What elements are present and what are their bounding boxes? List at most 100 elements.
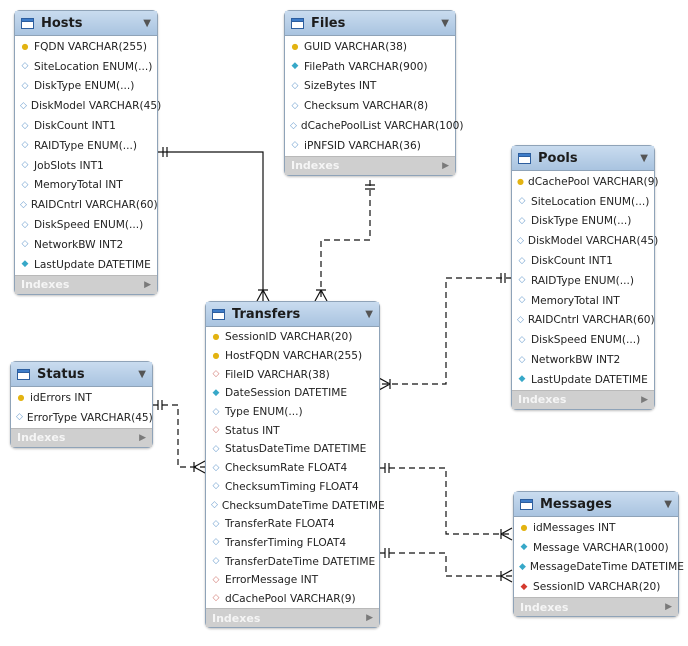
expand-arrow-icon[interactable]: ▶: [665, 602, 672, 613]
table-header[interactable]: Pools ▼: [512, 146, 654, 171]
diamond-empty-icon: ◇: [21, 120, 29, 131]
column-row[interactable]: ◇RAIDType ENUM(...): [15, 136, 157, 156]
column-row[interactable]: ◇FileID VARCHAR(38): [206, 365, 379, 384]
column-row[interactable]: ◆MessageDateTime DATETIME: [514, 558, 684, 578]
column-list: ●dCachePool VARCHAR(9)◇SiteLocation ENUM…: [512, 171, 659, 390]
diamond-empty-icon: ◇: [518, 354, 526, 365]
relationship-status-transfers: [152, 404, 205, 468]
column-row[interactable]: ●idErrors INT: [11, 388, 152, 408]
column-row[interactable]: ◇MemoryTotal INT: [15, 176, 157, 196]
column-row[interactable]: ◇RAIDCntrl VARCHAR(60): [15, 195, 158, 215]
column-row[interactable]: ◇DiskCount INT1: [512, 251, 654, 271]
column-row[interactable]: ◇DiskModel VARCHAR(45): [512, 231, 658, 251]
diamond-empty-icon: ◇: [21, 219, 29, 230]
column-row[interactable]: ●HostFQDN VARCHAR(255): [206, 347, 379, 366]
column-row[interactable]: ◇JobSlots INT1: [15, 156, 157, 176]
expand-arrow-icon[interactable]: ▶: [366, 613, 373, 624]
column-label: DiskType ENUM(...): [531, 215, 632, 228]
column-row[interactable]: ◆LastUpdate DATETIME: [15, 255, 157, 275]
column-row[interactable]: ◆LastUpdate DATETIME: [512, 370, 654, 390]
table-pools[interactable]: Pools ▼ ●dCachePool VARCHAR(9)◇SiteLocat…: [511, 145, 659, 410]
chevron-down-icon[interactable]: ▼: [138, 368, 146, 380]
column-row[interactable]: ◇DiskType ENUM(...): [512, 212, 654, 232]
column-row[interactable]: ◇ErrorMessage INT: [206, 571, 379, 590]
table-header[interactable]: Files ▼: [285, 11, 455, 36]
table-header[interactable]: Status ▼: [11, 362, 152, 387]
column-label: GUID VARCHAR(38): [304, 40, 407, 53]
column-row[interactable]: ◇NetworkBW INT2: [512, 350, 654, 370]
table-files[interactable]: Files ▼ ●GUID VARCHAR(38)◆FilePath VARCH…: [284, 10, 464, 176]
chevron-down-icon[interactable]: ▼: [441, 17, 449, 29]
column-row[interactable]: ◇ChecksumRate FLOAT4: [206, 459, 379, 478]
table-status[interactable]: Status ▼ ●idErrors INT◇ErrorType VARCHAR…: [10, 361, 153, 448]
column-row[interactable]: ◇TransferDateTime DATETIME: [206, 552, 379, 571]
column-row[interactable]: ●idMessages INT: [514, 518, 678, 538]
column-row[interactable]: ●GUID VARCHAR(38): [285, 37, 455, 57]
column-row[interactable]: ◆DateSession DATETIME: [206, 384, 379, 403]
column-row[interactable]: ◇SizeBytes INT: [285, 77, 455, 97]
indexes-section[interactable]: Indexes ▶: [11, 427, 152, 447]
column-row[interactable]: ◇SiteLocation ENUM(...): [15, 57, 157, 77]
column-row[interactable]: ◇MemoryTotal INT: [512, 291, 654, 311]
expand-arrow-icon[interactable]: ▶: [641, 394, 648, 405]
column-row[interactable]: ◆FilePath VARCHAR(900): [285, 57, 455, 77]
column-row[interactable]: ◇DiskSpeed ENUM(...): [512, 330, 654, 350]
column-row[interactable]: ◇RAIDCntrl VARCHAR(60): [512, 311, 655, 331]
indexes-section[interactable]: Indexes ▶: [285, 155, 455, 175]
column-row[interactable]: ◇dCachePool VARCHAR(9): [206, 590, 379, 609]
column-row[interactable]: ◆Message VARCHAR(1000): [514, 538, 678, 558]
column-row[interactable]: ◇TransferRate FLOAT4: [206, 515, 379, 534]
indexes-section[interactable]: Indexes ▶: [15, 274, 157, 294]
column-row[interactable]: ●SessionID VARCHAR(20): [206, 328, 379, 347]
column-label: LastUpdate DATETIME: [531, 373, 648, 386]
column-list: ●SessionID VARCHAR(20)●HostFQDN VARCHAR(…: [206, 327, 385, 609]
column-row[interactable]: ◇DiskSpeed ENUM(...): [15, 215, 157, 235]
table-header[interactable]: Transfers ▼: [206, 302, 379, 327]
table-header[interactable]: Hosts ▼: [15, 11, 157, 36]
column-label: MemoryTotal INT: [531, 294, 620, 307]
column-row[interactable]: ◇dCachePoolList VARCHAR(100): [285, 116, 464, 136]
column-row[interactable]: ◇Checksum VARCHAR(8): [285, 96, 455, 116]
column-row[interactable]: ◇TransferTiming FLOAT4: [206, 534, 379, 553]
column-row[interactable]: ◇RAIDType ENUM(...): [512, 271, 654, 291]
column-row[interactable]: ◆SessionID VARCHAR(20): [514, 577, 678, 597]
table-header[interactable]: Messages ▼: [514, 492, 678, 517]
column-row[interactable]: ●dCachePool VARCHAR(9): [512, 172, 659, 192]
diamond-empty-icon: ◇: [518, 334, 526, 345]
column-row[interactable]: ◇DiskModel VARCHAR(45): [15, 96, 161, 116]
column-label: MemoryTotal INT: [34, 179, 123, 192]
column-row[interactable]: ◇Status INT: [206, 421, 379, 440]
indexes-section[interactable]: Indexes ▶: [514, 597, 678, 617]
key-icon: ●: [17, 392, 25, 402]
chevron-down-icon[interactable]: ▼: [365, 308, 373, 320]
table-transfers[interactable]: Transfers ▼ ●SessionID VARCHAR(20)●HostF…: [205, 301, 385, 629]
column-row[interactable]: ◇Type ENUM(...): [206, 403, 379, 422]
diamond-empty-icon: ◇: [21, 239, 29, 250]
table-messages[interactable]: Messages ▼ ●idMessages INT◆Message VARCH…: [513, 491, 684, 618]
column-row[interactable]: ◇DiskType ENUM(...): [15, 77, 157, 97]
column-row[interactable]: ◇StatusDateTime DATETIME: [206, 440, 379, 459]
chevron-down-icon[interactable]: ▼: [143, 17, 151, 29]
column-row[interactable]: ◇NetworkBW INT2: [15, 235, 157, 255]
column-row[interactable]: ●FQDN VARCHAR(255): [15, 37, 157, 57]
fk-empty-icon: ◇: [212, 425, 220, 436]
column-row[interactable]: ◇SiteLocation ENUM(...): [512, 192, 654, 212]
expand-arrow-icon[interactable]: ▶: [144, 279, 151, 290]
column-row[interactable]: ◇ChecksumTiming FLOAT4: [206, 478, 379, 497]
chevron-down-icon[interactable]: ▼: [664, 498, 672, 510]
column-row[interactable]: ◇ErrorType VARCHAR(45): [11, 408, 153, 428]
table-hosts[interactable]: Hosts ▼ ●FQDN VARCHAR(255)◇SiteLocation …: [14, 10, 161, 295]
indexes-section[interactable]: Indexes ▶: [512, 389, 654, 409]
one-marker-transfers-b: [384, 548, 390, 558]
chevron-down-icon[interactable]: ▼: [640, 152, 648, 164]
expand-arrow-icon[interactable]: ▶: [139, 432, 146, 443]
column-row[interactable]: ◇ChecksumDateTime DATETIME: [206, 496, 385, 515]
table-icon: [520, 498, 533, 510]
one-marker-pools: [500, 273, 506, 283]
column-row[interactable]: ◇iPNFSID VARCHAR(36): [285, 136, 455, 156]
expand-arrow-icon[interactable]: ▶: [442, 160, 449, 171]
column-row[interactable]: ◇DiskCount INT1: [15, 116, 157, 136]
diamond-empty-icon: ◇: [20, 199, 27, 210]
indexes-section[interactable]: Indexes ▶: [206, 608, 379, 628]
fk-filled-icon: ◆: [520, 581, 528, 592]
